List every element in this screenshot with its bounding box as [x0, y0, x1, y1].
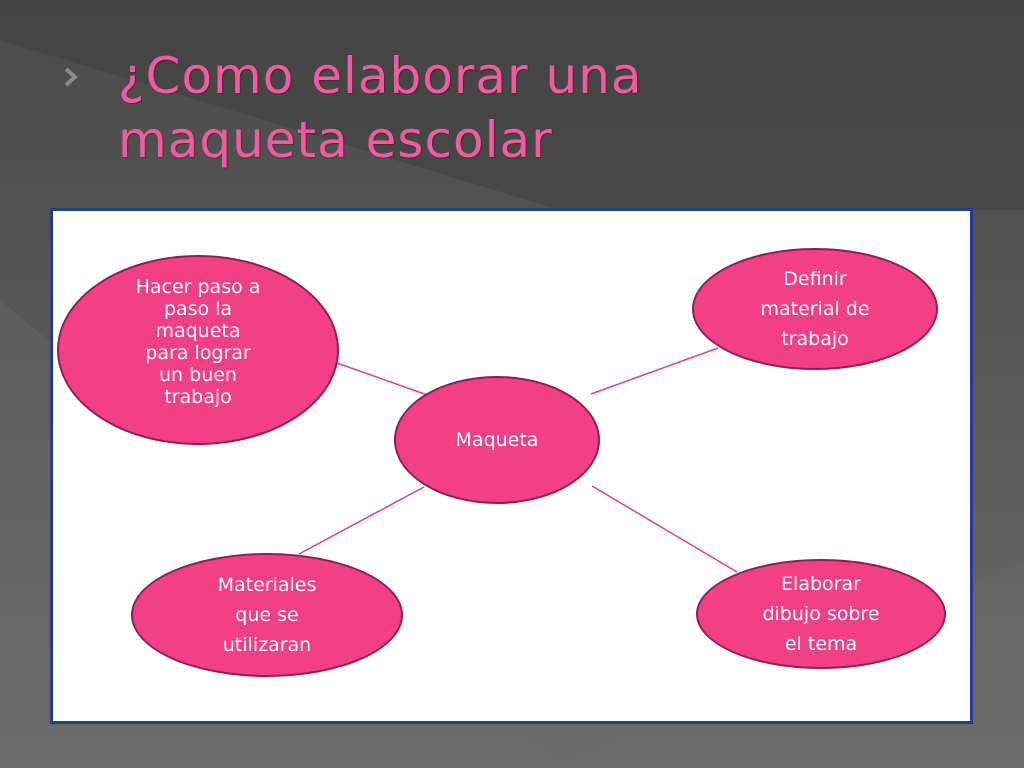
node-text: Materiales que se utilizaran [218, 570, 317, 660]
connector-lines [298, 347, 738, 573]
connector-top-right [590, 347, 719, 395]
diagram-panel: Hacer paso a paso la maqueta para lograr… [50, 208, 973, 724]
node-definir-material: Definir material de trabajo [692, 248, 938, 370]
connector-top-left [333, 361, 434, 398]
node-line: el tema [784, 633, 858, 655]
node-text: Elaborar dibujo sobre el tema [762, 569, 879, 659]
node-line: para lograr [145, 342, 251, 364]
node-line: Materiales [217, 574, 317, 596]
node-line: Maqueta [455, 429, 539, 451]
node-maqueta-center: Maqueta [394, 376, 600, 504]
node-hacer-paso-a-paso: Hacer paso a paso la maqueta para lograr… [57, 255, 339, 445]
connector-bottom-left [298, 486, 425, 555]
slide-title: ¿Como elaborar una maqueta escolar [118, 44, 978, 172]
node-line: material de [760, 298, 870, 320]
slide-title-line-1: ¿Como elaborar una [118, 47, 643, 105]
node-line: que se [235, 604, 299, 626]
node-line: un buen [159, 364, 237, 386]
node-line: trabajo [164, 386, 232, 408]
chevron-right-icon [64, 67, 79, 87]
connector-bottom-right [591, 485, 738, 573]
node-line: Elaborar [781, 573, 861, 595]
node-line: maqueta [155, 320, 241, 342]
node-line: Hacer paso a [135, 276, 261, 298]
node-elaborar-dibujo: Elaborar dibujo sobre el tema [696, 559, 946, 669]
node-line: dibujo sobre [762, 603, 880, 625]
node-line: Definir [783, 268, 847, 290]
node-materiales: Materiales que se utilizaran [131, 553, 403, 677]
node-line: utilizaran [222, 634, 312, 656]
node-text: Definir material de trabajo [760, 264, 869, 354]
node-line: paso la [163, 298, 233, 320]
node-text: Hacer paso a paso la maqueta para lograr… [103, 276, 293, 412]
node-line: trabajo [781, 328, 849, 350]
slide-title-line-2: maqueta escolar [118, 111, 553, 169]
